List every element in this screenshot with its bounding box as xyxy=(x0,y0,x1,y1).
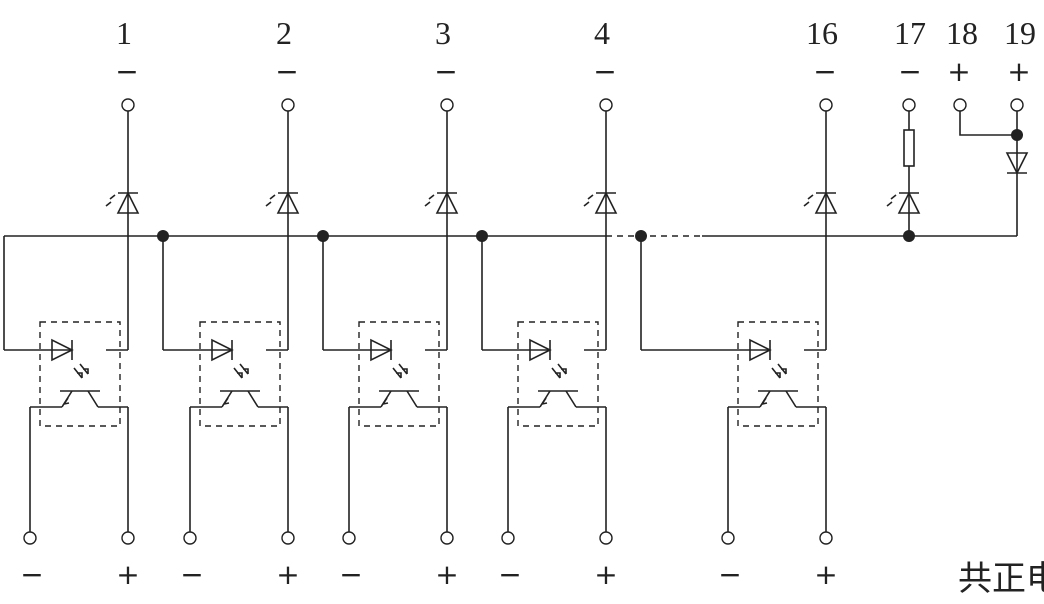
optocoupler-box xyxy=(199,321,281,427)
phototransistor xyxy=(220,390,260,408)
light-arrows xyxy=(233,363,249,379)
optocoupler-led xyxy=(749,338,772,362)
terminal-19-pin[interactable] xyxy=(1010,98,1024,112)
output-plus-pin[interactable] xyxy=(819,531,833,545)
optocoupler-led xyxy=(51,338,74,362)
channel-number: 3 xyxy=(435,15,451,51)
terminal-18-number: 18 xyxy=(946,15,978,51)
resistor xyxy=(903,129,915,167)
terminal-17-sign: − xyxy=(898,55,921,88)
input-terminal-pin[interactable] xyxy=(281,98,295,112)
channel-number: 4 xyxy=(594,15,610,51)
optocoupler-box xyxy=(358,321,440,427)
led-indicator xyxy=(265,191,300,214)
terminal-17-pin[interactable] xyxy=(902,98,916,112)
junction-dot xyxy=(476,230,488,242)
channel-16: 16 − − + xyxy=(635,15,838,591)
light-arrows xyxy=(392,363,408,379)
input-terminal-pin[interactable] xyxy=(819,98,833,112)
output-minus-pin[interactable] xyxy=(721,531,735,545)
junction-dot xyxy=(903,230,915,242)
junction-dot xyxy=(157,230,169,242)
output-minus-pin[interactable] xyxy=(183,531,197,545)
terminal-18-pin[interactable] xyxy=(953,98,967,112)
diagram-caption: 共正电 xyxy=(958,559,1044,599)
terminal-19-sign: + xyxy=(1007,55,1030,88)
channel-1: 1 − − + xyxy=(3,15,140,591)
led-indicator xyxy=(803,191,838,214)
channel-number: 1 xyxy=(116,15,132,51)
led-indicator xyxy=(424,191,459,214)
output-plus-pin[interactable] xyxy=(599,531,613,545)
phototransistor xyxy=(60,390,100,408)
channel-number: 2 xyxy=(276,15,292,51)
channel-2: 2 − − + xyxy=(157,15,300,591)
light-arrows xyxy=(551,363,567,379)
terminal-18-sign: + xyxy=(947,55,970,88)
output-plus-pin[interactable] xyxy=(281,531,295,545)
output-plus-sign: + xyxy=(276,558,299,591)
terminal-19-circuit xyxy=(909,98,1029,237)
channel-input-sign: − xyxy=(434,55,457,88)
terminal-17-number: 17 xyxy=(894,15,926,51)
output-minus-sign: − xyxy=(498,558,521,591)
input-terminal-pin[interactable] xyxy=(121,98,135,112)
output-minus-pin[interactable] xyxy=(501,531,515,545)
optocoupler-box xyxy=(517,321,599,427)
led-indicator xyxy=(583,191,618,214)
optocoupler-led xyxy=(211,338,234,362)
output-minus-sign: − xyxy=(180,558,203,591)
output-plus-sign: + xyxy=(814,558,837,591)
diode-19 xyxy=(1005,152,1029,175)
light-arrows xyxy=(771,363,787,379)
output-plus-sign: + xyxy=(435,558,458,591)
channel-input-sign: − xyxy=(593,55,616,88)
junction-dot xyxy=(317,230,329,242)
led-indicator-17 xyxy=(886,191,921,214)
channel-3: 3 − − + xyxy=(317,15,459,591)
junction-dot xyxy=(635,230,647,242)
output-minus-pin[interactable] xyxy=(342,531,356,545)
light-arrows xyxy=(73,363,89,379)
output-plus-sign: + xyxy=(116,558,139,591)
output-minus-sign: − xyxy=(718,558,741,591)
input-terminal-pin[interactable] xyxy=(440,98,454,112)
terminal-18-circuit xyxy=(953,98,1017,136)
junction-dot xyxy=(1011,129,1023,141)
optocoupler-led xyxy=(529,338,552,362)
output-plus-sign: + xyxy=(594,558,617,591)
input-terminal-pin[interactable] xyxy=(599,98,613,112)
channel-number: 16 xyxy=(806,15,838,51)
phototransistor xyxy=(379,390,419,408)
channel-input-sign: − xyxy=(115,55,138,88)
output-plus-pin[interactable] xyxy=(121,531,135,545)
terminal-17-circuit xyxy=(886,98,921,236)
phototransistor xyxy=(758,390,798,408)
channel-input-sign: − xyxy=(813,55,836,88)
terminal-19-number: 19 xyxy=(1004,15,1036,51)
led-indicator xyxy=(105,191,140,214)
output-minus-sign: − xyxy=(20,558,43,591)
optocoupler-box xyxy=(39,321,121,427)
output-minus-pin[interactable] xyxy=(23,531,37,545)
channel-input-sign: − xyxy=(275,55,298,88)
optocoupler-led xyxy=(370,338,393,362)
phototransistor xyxy=(538,390,578,408)
output-plus-pin[interactable] xyxy=(440,531,454,545)
channel-4: 4 − − + xyxy=(476,15,618,591)
optocoupler-box xyxy=(737,321,819,427)
output-minus-sign: − xyxy=(339,558,362,591)
